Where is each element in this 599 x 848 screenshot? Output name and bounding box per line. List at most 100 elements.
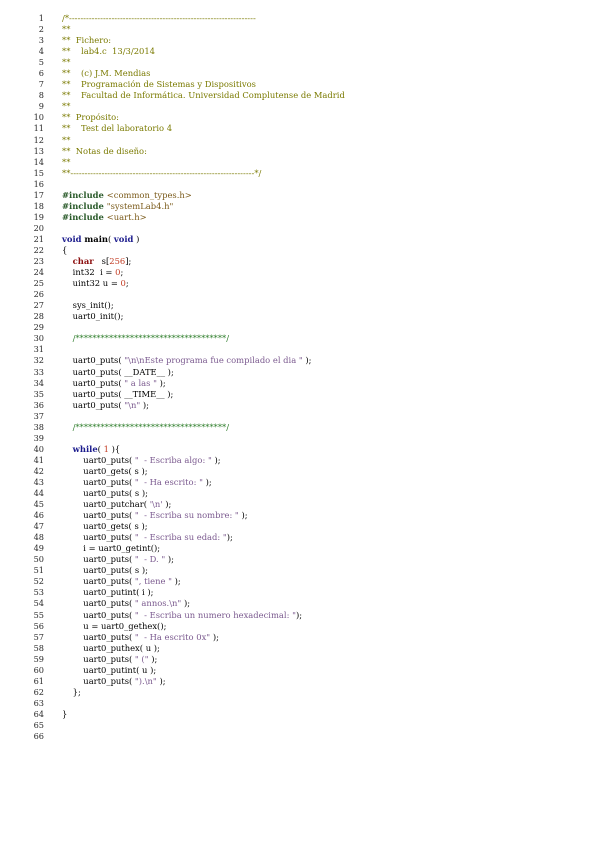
code-line: 65 — [0, 720, 599, 731]
code-line: 12** — [0, 135, 599, 146]
line-number: 6 — [38, 68, 44, 79]
code-token: ); — [210, 631, 219, 642]
code-token: uart0_putchar( — [62, 499, 150, 510]
line-source: uart0_puts( " - Escriba algo: " ); — [62, 454, 220, 466]
code-line: 18#include "systemLab4.h" — [0, 201, 599, 212]
code-token: ){ — [108, 443, 121, 454]
code-token: uart0_puts( — [62, 454, 135, 465]
line-number: 44 — [33, 488, 44, 499]
code-line: 4** lab4.c 13/3/2014 — [0, 46, 599, 57]
code-token: " - Ha escrito 0x" — [134, 631, 211, 642]
code-line: 34 uart0_puts( " a las " ); — [0, 378, 599, 389]
line-number: 52 — [33, 576, 44, 587]
line-source: uart0_puts( "\n" ); — [62, 400, 149, 411]
code-line: 2** — [0, 24, 599, 35]
line-number: 27 — [33, 300, 44, 311]
code-listing: 1/*-------------------------------------… — [0, 13, 599, 742]
code-line: 35 uart0_puts( __TIME__ ); — [0, 389, 599, 400]
code-token: " (" — [134, 653, 149, 664]
code-line: 13** Notas de diseño: — [0, 146, 599, 157]
code-token: " - Ha escrito: " — [134, 476, 203, 487]
code-line: 8** Facultad de Informática. Universidad… — [0, 90, 599, 101]
code-token: ); — [226, 532, 233, 543]
line-number: 49 — [33, 543, 44, 554]
line-source: uint32 u = 0; — [62, 278, 129, 289]
line-number: 21 — [33, 233, 44, 244]
line-number: 45 — [33, 499, 44, 510]
line-number: 50 — [33, 554, 44, 565]
code-token: ]; — [125, 256, 132, 267]
code-token: uart0_puts( — [62, 554, 135, 565]
line-source: uart0_puts( " annos.\n" ); — [62, 598, 190, 609]
line-source: uart0_puts( ", tiene " ); — [62, 576, 180, 587]
code-token — [62, 422, 73, 432]
code-line: 31 — [0, 344, 599, 355]
line-source: { — [62, 245, 67, 256]
line-number: 61 — [33, 675, 44, 686]
code-line: 60 uart0_putint( u ); — [0, 665, 599, 676]
code-token: ; — [125, 278, 129, 289]
line-source: ** — [62, 101, 70, 112]
code-line: 17#include <common_types.h> — [0, 190, 599, 201]
code-token: uart0_puts( — [62, 609, 135, 620]
code-token: uart0_puts( s ); — [62, 488, 148, 499]
line-source: uart0_puts( " a las " ); — [62, 378, 166, 389]
line-source: ** Fichero: — [62, 35, 111, 46]
code-line: 54 uart0_puts( " annos.\n" ); — [0, 598, 599, 609]
line-number: 40 — [33, 443, 44, 454]
code-token: uart0_puts( — [62, 631, 135, 642]
code-token: ** Facultad de Informática. Universidad … — [62, 90, 345, 101]
code-token: "\n\nEste programa fue compilado el dia … — [124, 355, 303, 366]
line-source: uart0_puts( __TIME__ ); — [62, 389, 174, 400]
code-line: 66 — [0, 731, 599, 742]
code-line: 45 uart0_putchar( '\n' ); — [0, 499, 599, 510]
code-token: uart0_puts( __DATE__ ); — [62, 366, 174, 377]
line-number: 43 — [33, 476, 44, 487]
line-number: 35 — [33, 388, 44, 399]
line-source: uart0_puts( s ); — [62, 565, 148, 576]
code-token: **--------------------------------------… — [62, 167, 262, 178]
line-source: while( 1 ){ — [62, 443, 121, 455]
code-line: 24 int32 i = 0; — [0, 267, 599, 278]
code-line: 57 uart0_puts( " - Ha escrito 0x" ); — [0, 632, 599, 643]
line-number: 17 — [33, 189, 44, 200]
code-token: uart0_puts( s ); — [62, 565, 148, 576]
code-line: 26 — [0, 289, 599, 300]
code-line: 27 sys_init(); — [0, 300, 599, 311]
code-line: 42 uart0_gets( s ); — [0, 466, 599, 477]
code-token: uart0_puts( — [62, 476, 135, 487]
code-token: while — [72, 443, 98, 454]
code-line: 5** — [0, 57, 599, 68]
code-line: 51 uart0_puts( s ); — [0, 565, 599, 576]
line-source: ** Notas de diseño: — [62, 146, 147, 157]
line-source: uart0_putchar( '\n' ); — [62, 499, 171, 510]
code-line: 29 — [0, 322, 599, 333]
code-line: 6 ** (c) J.M. Mendias — [0, 68, 599, 79]
code-token: uart0_putint( i ); — [62, 587, 154, 598]
code-line: 9** — [0, 101, 599, 112]
code-line: 19#include <uart.h> — [0, 212, 599, 223]
line-number: 66 — [33, 731, 44, 742]
line-source: /*--------------------------------------… — [62, 13, 256, 24]
code-token: sys_init(); — [62, 300, 114, 311]
line-source: uart0_puts( " - Ha escrito 0x" ); — [62, 632, 219, 643]
line-source: uart0_puts( " - D. " ); — [62, 554, 174, 565]
line-number: 22 — [33, 244, 44, 255]
code-token: #include — [62, 189, 107, 200]
line-number: 65 — [33, 720, 44, 730]
code-token: s[ — [93, 256, 110, 267]
code-line: 48 uart0_puts( " - Escriba su edad: "); — [0, 532, 599, 543]
line-number: 53 — [33, 587, 44, 598]
line-source: ** — [62, 24, 70, 35]
line-source: ** (c) J.M. Mendias — [62, 68, 150, 79]
code-line: 23 char s[256]; — [0, 256, 599, 267]
code-token: 0 — [120, 278, 126, 289]
code-token: ); — [156, 377, 166, 388]
code-line: 33 uart0_puts( __DATE__ ); — [0, 367, 599, 378]
code-token: int32 i = — [62, 267, 116, 278]
line-number: 19 — [33, 211, 44, 222]
code-line: 63 — [0, 698, 599, 709]
code-token: u = uart0_gethex(); — [62, 620, 167, 631]
line-number: 10 — [33, 112, 44, 123]
code-token: ** Propósito: — [62, 112, 119, 123]
